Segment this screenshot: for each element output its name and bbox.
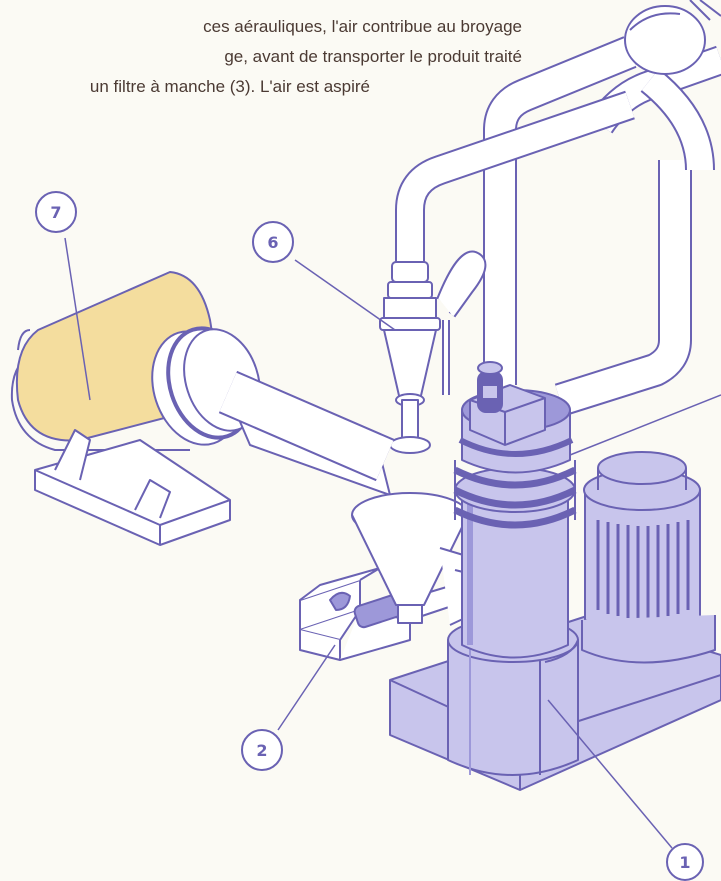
callout-label-6: 6 [267, 233, 278, 252]
text-line-1: ces aérauliques, l'air contribue au broy… [203, 17, 522, 36]
callout-7: 7 [35, 191, 77, 233]
cyclone-inlet-pipe [395, 90, 635, 265]
callout-label-2: 2 [256, 741, 267, 760]
leader-line-2 [277, 644, 336, 731]
callout-2: 2 [241, 729, 283, 771]
leader-lines [64, 237, 721, 849]
text-line-3: un filtre à manche (3). L'air est aspiré [89, 77, 370, 96]
drive-motor [581, 451, 716, 664]
leader-line-6 [294, 259, 396, 331]
callout-label-7: 7 [50, 203, 61, 222]
air-duct [483, 36, 721, 417]
leader-line-7 [64, 237, 91, 401]
text-line-2: ge, avant de transporter le produit trai… [224, 47, 522, 66]
fan-housing [624, 0, 721, 75]
leader-line-3 [569, 394, 721, 456]
transfer-duct [218, 370, 395, 496]
screw-feeder [299, 567, 471, 661]
paragraph-text: ces aérauliques, l'air contribue au broy… [0, 12, 540, 102]
callout-6: 6 [252, 221, 294, 263]
callout-label-1: 1 [679, 853, 690, 872]
leader-line-1 [547, 699, 673, 849]
callout-1: 1 [666, 843, 704, 881]
cyclone-separator [379, 250, 487, 454]
